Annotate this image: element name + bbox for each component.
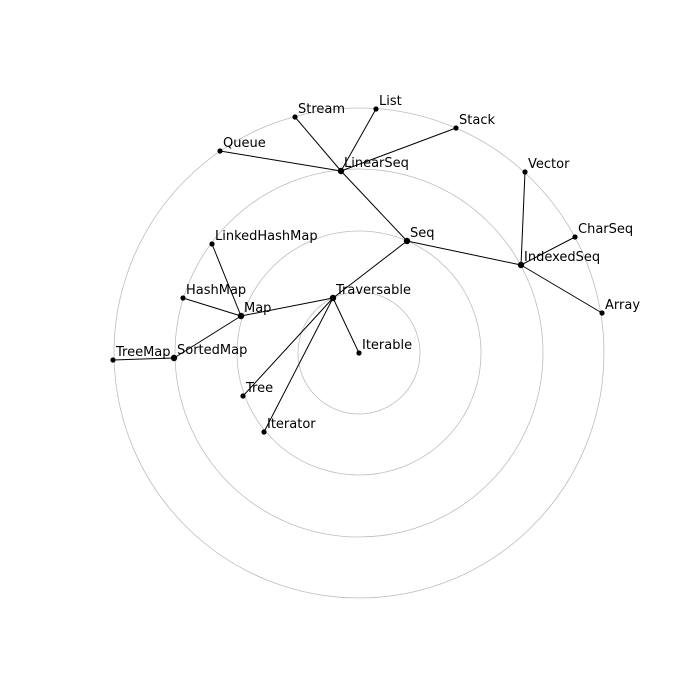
node-linearseq: LinearSeq: [337, 156, 409, 175]
node-dot-stream: [292, 114, 298, 120]
node-stack: Stack: [453, 113, 495, 131]
node-traversable: Traversable: [329, 283, 411, 302]
edge-indexedseq-array: [520, 264, 603, 314]
node-dot-iterator: [261, 429, 267, 435]
node-dot-charseq: [572, 234, 578, 240]
ring-3: [174, 168, 544, 538]
node-label-indexedseq: IndexedSeq: [524, 250, 600, 265]
edge-traversable-iterable: [332, 297, 360, 354]
edge-seq-indexedseq: [406, 240, 522, 266]
node-sortedmap: SortedMap: [170, 343, 247, 362]
node-seq: Seq: [403, 226, 435, 245]
node-label-stream: Stream: [298, 102, 345, 117]
node-hashmap: HashMap: [180, 283, 246, 301]
node-dot-seq: [403, 237, 411, 245]
node-label-map: Map: [244, 301, 271, 316]
node-treemap: TreeMap: [110, 345, 171, 363]
node-list: List: [373, 94, 402, 112]
node-dot-iterable: [356, 350, 362, 356]
edge-indexedseq-vector: [520, 171, 526, 266]
edge-map-linkedhashmap: [211, 243, 242, 317]
edge-indexedseq-charseq: [520, 236, 576, 266]
node-label-traversable: Traversable: [335, 283, 411, 298]
node-label-hashmap: HashMap: [186, 283, 246, 298]
node-label-linkedhashmap: LinkedHashMap: [215, 229, 318, 244]
node-label-treemap: TreeMap: [115, 345, 171, 360]
edge-traversable-tree: [242, 297, 334, 397]
node-label-stack: Stack: [459, 113, 495, 128]
node-map: Map: [237, 301, 271, 320]
node-label-vector: Vector: [528, 157, 570, 172]
node-label-list: List: [379, 94, 402, 109]
edge-seq-linearseq: [340, 170, 408, 242]
node-label-sortedmap: SortedMap: [177, 343, 247, 358]
node-label-queue: Queue: [223, 136, 266, 151]
edges-group: [112, 108, 603, 433]
node-label-seq: Seq: [410, 226, 435, 241]
node-label-iterable: Iterable: [362, 338, 412, 353]
concentric-rings: [113, 107, 605, 599]
node-array: Array: [599, 298, 640, 316]
node-dot-linkedhashmap: [209, 241, 215, 247]
ring-2: [236, 230, 482, 476]
node-dot-tree: [240, 393, 246, 399]
node-indexedseq: IndexedSeq: [517, 250, 600, 269]
node-linkedhashmap: LinkedHashMap: [209, 229, 318, 247]
node-dot-treemap: [110, 357, 116, 363]
node-dot-queue: [217, 148, 223, 154]
node-iterator: Iterator: [261, 417, 316, 435]
node-tree: Tree: [240, 381, 273, 399]
node-dot-sortedmap: [170, 354, 178, 362]
node-label-linearseq: LinearSeq: [344, 156, 409, 171]
node-dot-stack: [453, 125, 459, 131]
node-iterable: Iterable: [356, 338, 412, 356]
edge-map-hashmap: [182, 297, 242, 317]
node-label-tree: Tree: [245, 381, 273, 396]
edge-linearseq-queue: [219, 150, 342, 172]
node-queue: Queue: [217, 136, 266, 154]
ring-4: [113, 107, 605, 599]
node-charseq: CharSeq: [572, 222, 633, 240]
edge-linearseq-stream: [294, 116, 342, 172]
node-stream: Stream: [292, 102, 345, 120]
node-dot-linearseq: [337, 167, 345, 175]
edge-traversable-iterator: [263, 297, 334, 433]
node-dot-hashmap: [180, 295, 186, 301]
edge-map-sortedmap: [173, 315, 242, 359]
ring-1: [297, 291, 421, 415]
node-label-iterator: Iterator: [267, 417, 316, 432]
edge-linearseq-list: [340, 108, 377, 172]
node-vector: Vector: [522, 157, 570, 175]
node-dot-traversable: [329, 294, 337, 302]
node-dot-array: [599, 310, 605, 316]
edge-traversable-map: [240, 297, 334, 317]
edge-linearseq-stack: [340, 127, 457, 172]
edge-traversable-seq: [332, 240, 408, 299]
node-dot-map: [237, 312, 245, 320]
node-dot-vector: [522, 169, 528, 175]
edge-sortedmap-treemap: [112, 357, 175, 361]
node-label-array: Array: [605, 298, 640, 313]
node-label-charseq: CharSeq: [578, 222, 633, 237]
node-dot-list: [373, 106, 379, 112]
node-dot-indexedseq: [517, 261, 525, 269]
